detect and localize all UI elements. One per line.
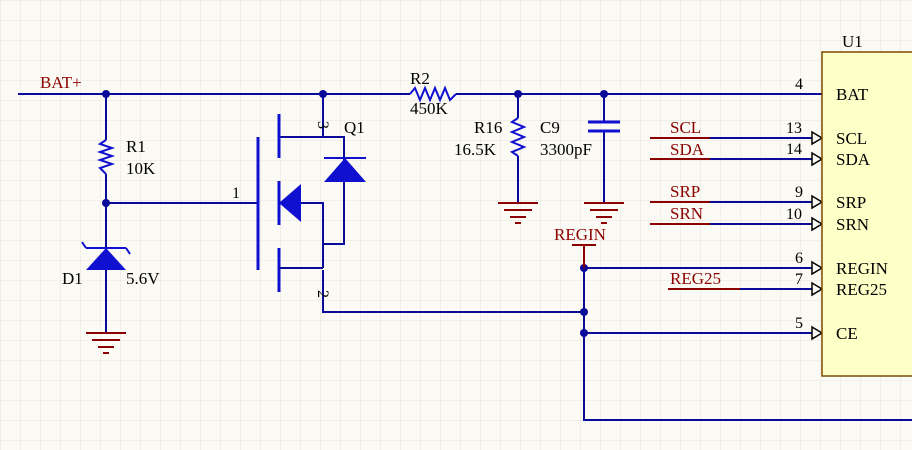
regin-port-symbol <box>572 244 596 268</box>
c9-ref: C9 <box>540 118 560 137</box>
junction <box>580 308 588 316</box>
u1-pin-num-srp: 9 <box>795 184 803 201</box>
u1-pin-name-sda: SDA <box>836 150 871 169</box>
pin-arrow-reg25 <box>811 281 824 297</box>
zener-d1-symbol <box>81 241 131 270</box>
r2-value: 450K <box>410 99 449 118</box>
pin-arrow-ce <box>811 325 824 341</box>
u1-pin-name-srn: SRN <box>836 215 869 234</box>
junction <box>600 90 608 98</box>
junction <box>102 199 110 207</box>
net-label-srn: SRN <box>670 204 703 223</box>
ground-c9 <box>584 202 624 224</box>
u1-pin-num-bat: 4 <box>795 76 803 93</box>
q1-pin-source: 2 <box>314 290 331 298</box>
ground-d1 <box>86 332 126 354</box>
capacitor-c9-symbol <box>588 120 620 133</box>
resistor-r2-symbol <box>409 85 457 103</box>
ic-u1-body <box>821 51 912 377</box>
u1-pin-num-regin: 6 <box>795 250 803 267</box>
u1-pin-num-srn: 10 <box>786 206 802 223</box>
u1-pin-names: BAT SCL SDA SRP SRN REGIN REG25 CE <box>836 85 888 343</box>
net-label-lines <box>650 137 740 290</box>
u1-pin-num-sda: 14 <box>786 141 802 158</box>
u1-pin-name-reg25: REG25 <box>836 280 887 299</box>
pin-arrows <box>811 130 824 341</box>
junction <box>514 90 522 98</box>
u1-pin-num-ce: 5 <box>795 315 803 332</box>
junction <box>102 90 110 98</box>
pin-arrow-scl <box>811 130 824 146</box>
r1-ref: R1 <box>126 137 146 156</box>
r16-value: 16.5K <box>454 140 497 159</box>
ground-r16 <box>498 202 538 224</box>
junction <box>319 90 327 98</box>
pin-arrow-srn <box>811 216 824 232</box>
q1-ref: Q1 <box>344 118 365 137</box>
net-label-regin: REGIN <box>554 225 606 244</box>
c9-value: 3300pF <box>540 140 592 159</box>
resistor-r16-symbol <box>509 117 527 157</box>
u1-pin-numbers: 4 13 14 9 10 6 7 5 <box>786 76 803 332</box>
r2-ref: R2 <box>410 69 430 88</box>
u1-pin-name-scl: SCL <box>836 129 867 148</box>
net-label-sda: SDA <box>670 140 705 159</box>
pin-arrow-sda <box>811 151 824 167</box>
wire-regin-vert <box>583 245 912 421</box>
net-label-bat: BAT+ <box>40 73 82 92</box>
q1-pin-drain: 3 <box>314 121 331 129</box>
u1-pin-name-srp: SRP <box>836 193 866 212</box>
u1-pin-name-ce: CE <box>836 324 858 343</box>
r16-ref: R16 <box>474 118 502 137</box>
mosfet-q1-symbol <box>256 114 366 292</box>
u1-pin-name-bat: BAT <box>836 85 869 104</box>
d1-ref: D1 <box>62 269 83 288</box>
net-label-srp: SRP <box>670 182 700 201</box>
u1-pin-num-scl: 13 <box>786 120 802 137</box>
u1-ref: U1 <box>842 32 863 51</box>
u1-pin-name-regin: REGIN <box>836 259 888 278</box>
wire-q1-source <box>322 270 584 313</box>
d1-value: 5.6V <box>126 269 160 288</box>
net-label-scl: SCL <box>670 118 701 137</box>
net-label-reg25: REG25 <box>670 269 721 288</box>
r1-value: 10K <box>126 159 156 178</box>
q1-pin-gate: 1 <box>232 185 240 202</box>
pin-arrow-srp <box>811 194 824 210</box>
resistor-r1-symbol <box>96 139 116 175</box>
u1-pin-num-reg25: 7 <box>795 271 803 288</box>
junctions <box>102 90 608 337</box>
junction <box>580 329 588 337</box>
pin-arrow-regin <box>811 260 824 276</box>
